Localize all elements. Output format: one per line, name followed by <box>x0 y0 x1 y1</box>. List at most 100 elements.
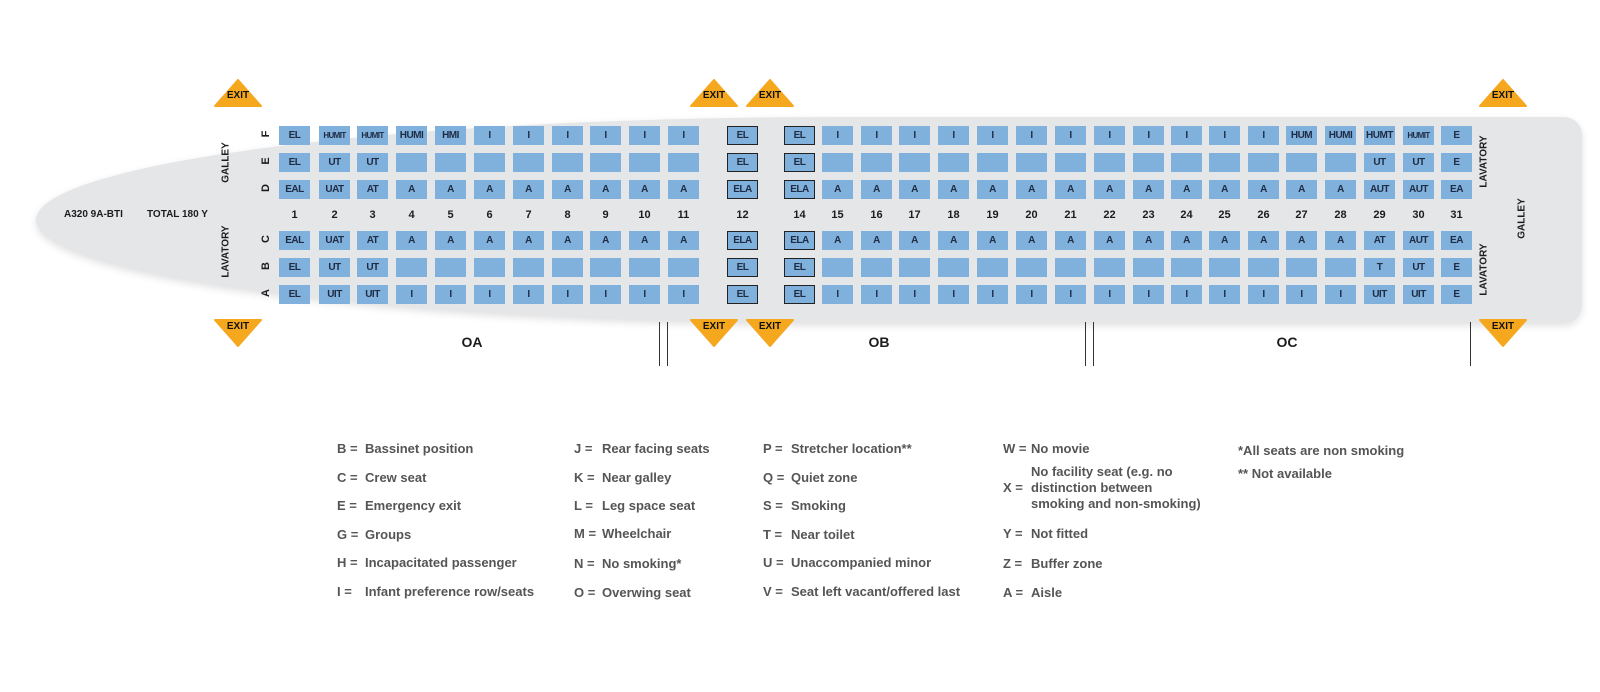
seat-2f[interactable]: HUMIT <box>319 126 350 145</box>
seat-3a[interactable]: UIT <box>357 285 388 304</box>
seat-28a[interactable]: I <box>1325 285 1356 304</box>
seat-14c[interactable]: ELA <box>784 231 815 250</box>
seat-29c[interactable]: AT <box>1364 231 1395 250</box>
seat-19c[interactable]: A <box>977 231 1008 250</box>
seat-9c[interactable]: A <box>590 231 621 250</box>
seat-15e[interactable] <box>822 153 853 172</box>
seat-30e[interactable]: UT <box>1403 153 1434 172</box>
seat-25d[interactable]: A <box>1209 180 1240 199</box>
seat-20f[interactable]: I <box>1016 126 1047 145</box>
seat-4c[interactable]: A <box>396 231 427 250</box>
seat-1d[interactable]: EAL <box>279 180 310 199</box>
seat-23c[interactable]: A <box>1133 231 1164 250</box>
seat-18c[interactable]: A <box>938 231 969 250</box>
seat-27e[interactable] <box>1286 153 1317 172</box>
seat-27b[interactable] <box>1286 258 1317 277</box>
seat-1f[interactable]: EL <box>279 126 310 145</box>
seat-8d[interactable]: A <box>552 180 583 199</box>
seat-2d[interactable]: UAT <box>319 180 350 199</box>
seat-8e[interactable] <box>552 153 583 172</box>
seat-5a[interactable]: I <box>435 285 466 304</box>
seat-29f[interactable]: HUMT <box>1364 126 1395 145</box>
seat-25b[interactable] <box>1209 258 1240 277</box>
seat-9e[interactable] <box>590 153 621 172</box>
seat-24a[interactable]: I <box>1171 285 1202 304</box>
seat-31c[interactable]: EA <box>1441 231 1472 250</box>
seat-3b[interactable]: UT <box>357 258 388 277</box>
seat-9a[interactable]: I <box>590 285 621 304</box>
seat-25a[interactable]: I <box>1209 285 1240 304</box>
seat-2c[interactable]: UAT <box>319 231 350 250</box>
seat-14d[interactable]: ELA <box>784 180 815 199</box>
seat-20a[interactable]: I <box>1016 285 1047 304</box>
seat-17d[interactable]: A <box>899 180 930 199</box>
seat-12f[interactable]: EL <box>727 126 758 145</box>
seat-18a[interactable]: I <box>938 285 969 304</box>
seat-27d[interactable]: A <box>1286 180 1317 199</box>
seat-21f[interactable]: I <box>1055 126 1086 145</box>
seat-11e[interactable] <box>668 153 699 172</box>
seat-5b[interactable] <box>435 258 466 277</box>
seat-4a[interactable]: I <box>396 285 427 304</box>
seat-26a[interactable]: I <box>1248 285 1279 304</box>
seat-12c[interactable]: ELA <box>727 231 758 250</box>
seat-6a[interactable]: I <box>474 285 505 304</box>
seat-10c[interactable]: A <box>629 231 660 250</box>
seat-27f[interactable]: HUM <box>1286 126 1317 145</box>
seat-7d[interactable]: A <box>513 180 544 199</box>
seat-28d[interactable]: A <box>1325 180 1356 199</box>
seat-26d[interactable]: A <box>1248 180 1279 199</box>
seat-17c[interactable]: A <box>899 231 930 250</box>
seat-12b[interactable]: EL <box>727 258 758 277</box>
seat-11d[interactable]: A <box>668 180 699 199</box>
seat-16a[interactable]: I <box>861 285 892 304</box>
seat-19d[interactable]: A <box>977 180 1008 199</box>
seat-11b[interactable] <box>668 258 699 277</box>
seat-8b[interactable] <box>552 258 583 277</box>
seat-24e[interactable] <box>1171 153 1202 172</box>
seat-22f[interactable]: I <box>1094 126 1125 145</box>
seat-24c[interactable]: A <box>1171 231 1202 250</box>
seat-15d[interactable]: A <box>822 180 853 199</box>
seat-14f[interactable]: EL <box>784 126 815 145</box>
seat-18e[interactable] <box>938 153 969 172</box>
seat-9f[interactable]: I <box>590 126 621 145</box>
seat-10b[interactable] <box>629 258 660 277</box>
seat-6c[interactable]: A <box>474 231 505 250</box>
seat-21a[interactable]: I <box>1055 285 1086 304</box>
seat-4b[interactable] <box>396 258 427 277</box>
seat-9d[interactable]: A <box>590 180 621 199</box>
seat-22c[interactable]: A <box>1094 231 1125 250</box>
seat-22b[interactable] <box>1094 258 1125 277</box>
seat-17b[interactable] <box>899 258 930 277</box>
seat-31d[interactable]: EA <box>1441 180 1472 199</box>
seat-26e[interactable] <box>1248 153 1279 172</box>
seat-11a[interactable]: I <box>668 285 699 304</box>
seat-25e[interactable] <box>1209 153 1240 172</box>
seat-26c[interactable]: A <box>1248 231 1279 250</box>
seat-14a[interactable]: EL <box>784 285 815 304</box>
seat-7e[interactable] <box>513 153 544 172</box>
seat-20e[interactable] <box>1016 153 1047 172</box>
seat-30b[interactable]: UT <box>1403 258 1434 277</box>
seat-26b[interactable] <box>1248 258 1279 277</box>
seat-5e[interactable] <box>435 153 466 172</box>
seat-22e[interactable] <box>1094 153 1125 172</box>
seat-15b[interactable] <box>822 258 853 277</box>
seat-20b[interactable] <box>1016 258 1047 277</box>
seat-31b[interactable]: E <box>1441 258 1472 277</box>
seat-3c[interactable]: AT <box>357 231 388 250</box>
seat-7a[interactable]: I <box>513 285 544 304</box>
seat-6d[interactable]: A <box>474 180 505 199</box>
seat-19f[interactable]: I <box>977 126 1008 145</box>
seat-15c[interactable]: A <box>822 231 853 250</box>
seat-21d[interactable]: A <box>1055 180 1086 199</box>
seat-23e[interactable] <box>1133 153 1164 172</box>
seat-30f[interactable]: HUMIT <box>1403 126 1434 145</box>
seat-1a[interactable]: EL <box>279 285 310 304</box>
seat-20c[interactable]: A <box>1016 231 1047 250</box>
seat-24d[interactable]: A <box>1171 180 1202 199</box>
seat-3d[interactable]: AT <box>357 180 388 199</box>
seat-18d[interactable]: A <box>938 180 969 199</box>
seat-29b[interactable]: T <box>1364 258 1395 277</box>
